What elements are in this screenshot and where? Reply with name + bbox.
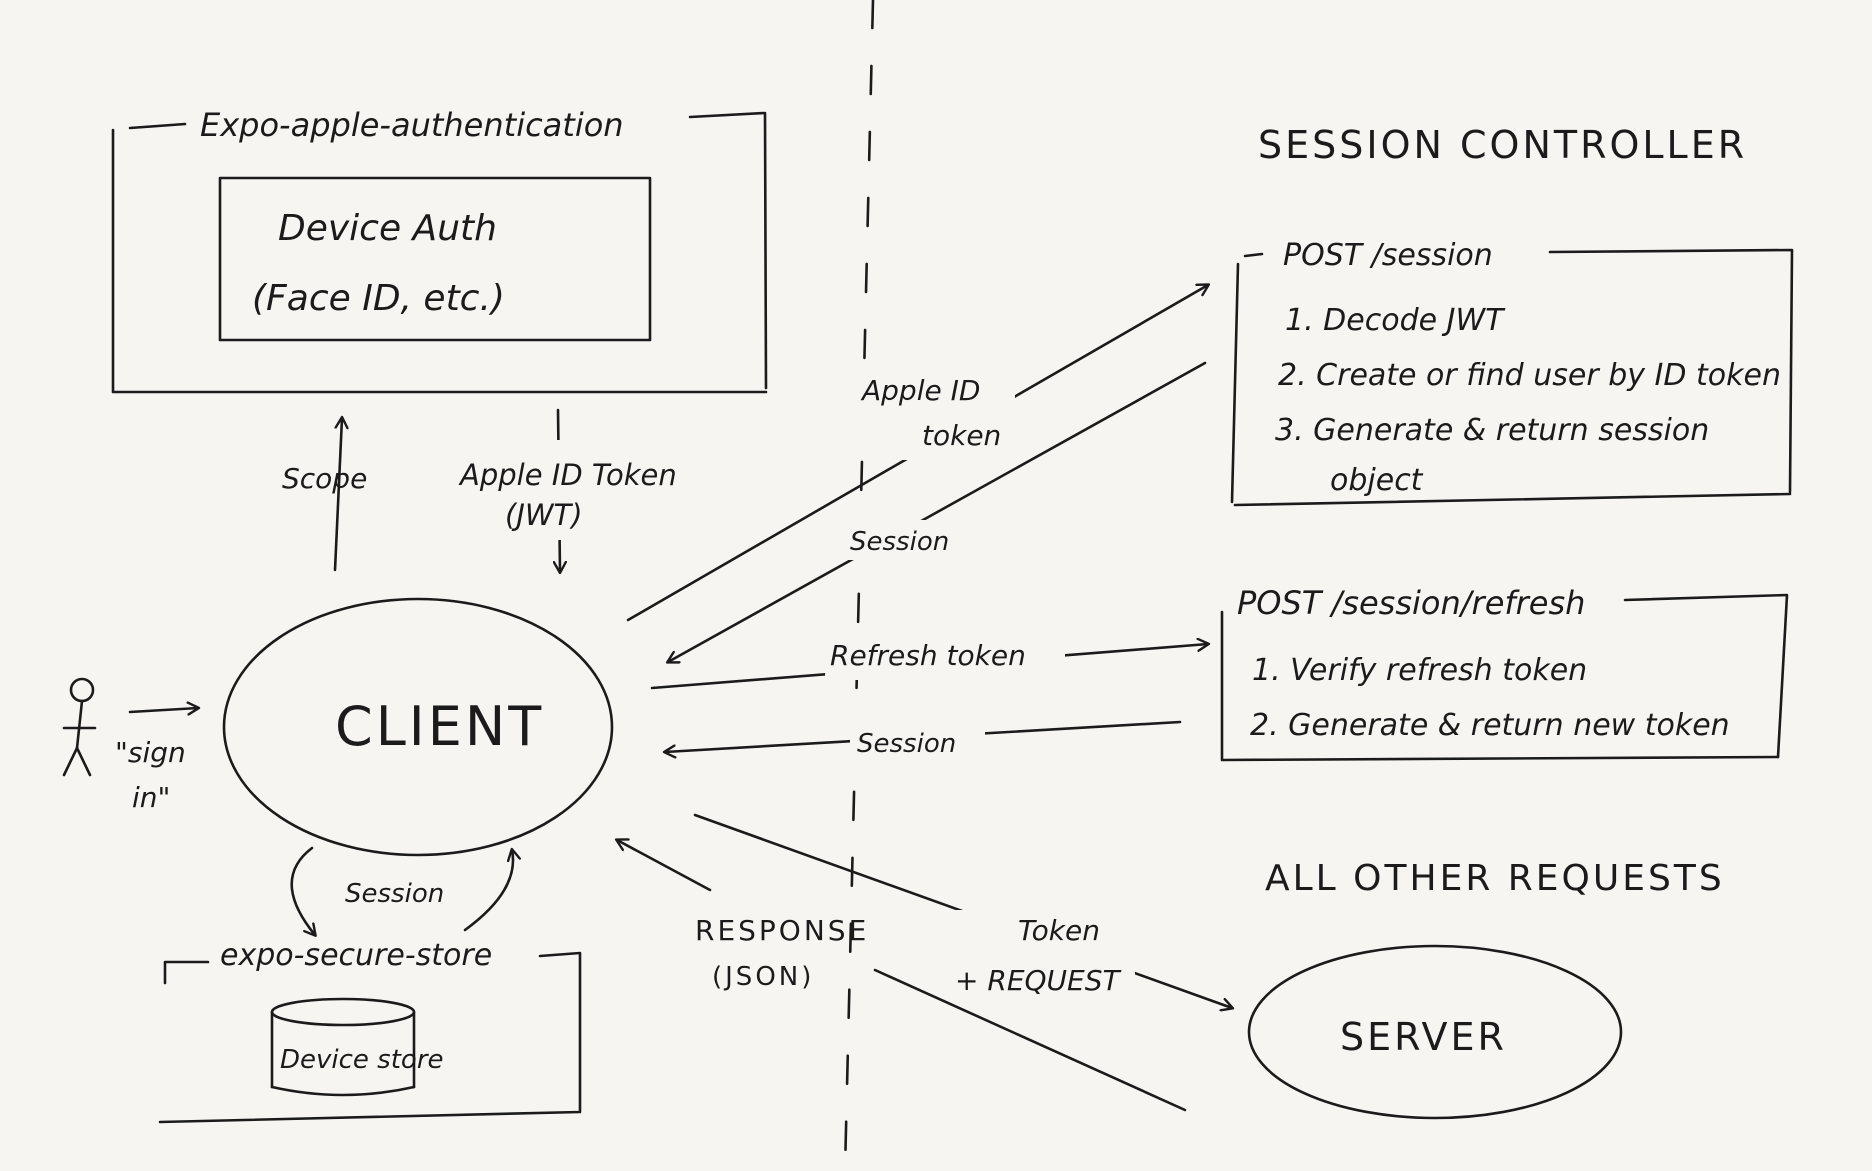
- post-session-group: POST /session 1. Decode JWT 2. Create or…: [1230, 238, 1794, 507]
- server-node: [1247, 944, 1623, 1120]
- post-refresh-step-1: 1. Verify refresh token: [1252, 653, 1587, 688]
- apple-auth-label: Expo-apple-authentication: [200, 106, 624, 144]
- apple-auth-group: Expo-apple-authentication Device Auth (F…: [111, 106, 768, 394]
- session-store-label: Session: [345, 879, 444, 909]
- session-return-label: Session: [850, 527, 949, 557]
- device-auth-subtitle: (Face ID, etc.): [252, 278, 505, 319]
- sign-in-label-1: "sign: [115, 736, 186, 769]
- post-session-step-1: 1. Decode JWT: [1285, 303, 1506, 338]
- device-auth-box: [218, 176, 652, 342]
- apple-id-token-sub: (JWT): [505, 498, 583, 532]
- sign-in-label-2: in": [132, 781, 170, 814]
- post-refresh-group: POST /session/refresh 1. Verify refresh …: [1220, 584, 1789, 762]
- post-session-step-3: 3. Generate & return session: [1275, 413, 1709, 448]
- post-session-step-3-cont: object: [1330, 463, 1424, 498]
- apple-id-token-label: Apple ID Token: [458, 458, 677, 492]
- secure-store-group: expo-secure-store Device store: [158, 938, 582, 1124]
- all-other-requests-title: ALL OTHER REQUESTS: [1265, 858, 1725, 899]
- post-session-label: POST /session: [1283, 238, 1493, 273]
- session-controller-title: SESSION CONTROLLER: [1258, 123, 1747, 167]
- post-session-step-2: 2. Create or find user by ID token: [1278, 358, 1781, 393]
- response-arrow: [617, 840, 1187, 1112]
- server-label: SERVER: [1340, 1015, 1507, 1059]
- post-refresh-label: POST /session/refresh: [1237, 584, 1585, 622]
- secure-store-label: expo-secure-store: [220, 938, 492, 973]
- client-to-store-arrow: [463, 850, 513, 932]
- device-auth-title: Device Auth: [278, 208, 497, 249]
- scope-label: Scope: [282, 462, 367, 495]
- token-label: Token: [1018, 914, 1100, 947]
- refresh-session-label: Session: [857, 729, 956, 759]
- refresh-token-label: Refresh token: [830, 639, 1026, 672]
- sign-in-arrow: [128, 708, 198, 712]
- post-refresh-step-2: 2. Generate & return new token: [1250, 708, 1730, 743]
- apple-id-label-2: token: [922, 419, 1001, 452]
- divider-line: [843, 0, 875, 1171]
- response-sub-label: (JSON): [712, 962, 814, 992]
- scope-arrow: [333, 418, 342, 572]
- request-label: + REQUEST: [955, 964, 1122, 997]
- apple-id-label: Apple ID: [860, 374, 980, 407]
- response-label: RESPONSE: [695, 914, 869, 947]
- client-node: [222, 597, 614, 857]
- store-to-client-arrow: [290, 846, 315, 935]
- user-figure: [62, 677, 97, 777]
- session-return-arrow: [668, 361, 1207, 662]
- device-store-label: Device store: [280, 1045, 444, 1075]
- client-label: CLIENT: [335, 695, 544, 758]
